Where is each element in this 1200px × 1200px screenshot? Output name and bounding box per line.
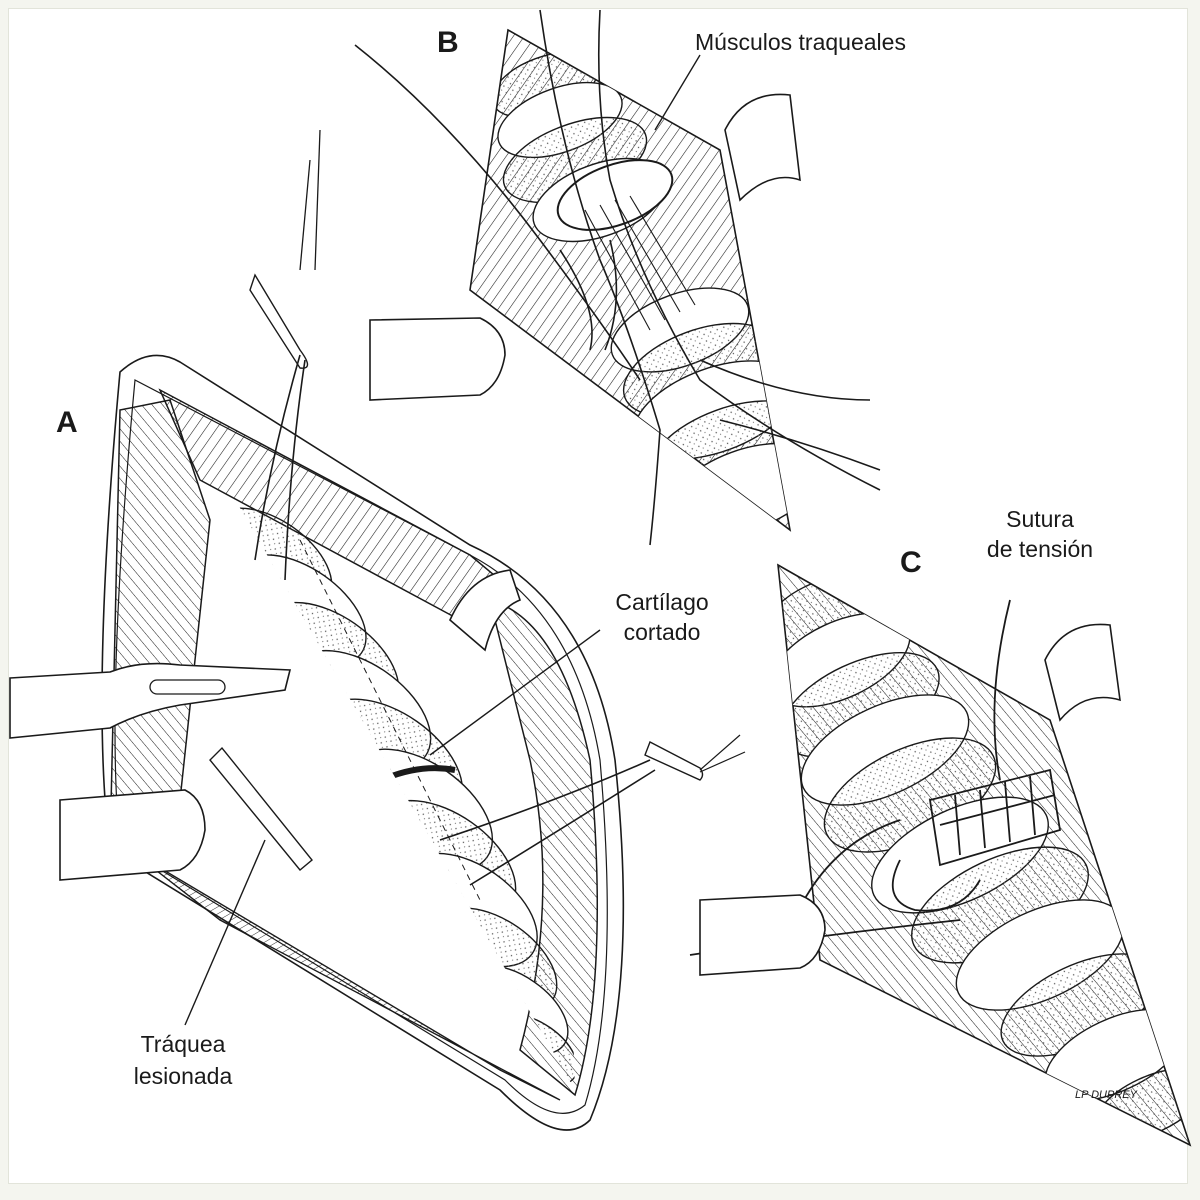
label-cartilago-line2: cortado	[624, 619, 701, 645]
panel-c-drawing	[689, 563, 1192, 1147]
label-sutura-line2: de tensión	[987, 536, 1093, 562]
panel-label-a: A	[56, 406, 78, 439]
label-traquea-line1: Tráquea	[141, 1031, 226, 1057]
panel-label-b: B	[437, 26, 459, 59]
panel-b-drawing	[354, 9, 881, 546]
artist-signature: LP DUPREY	[1075, 1089, 1138, 1101]
label-musculos-traqueales: Músculos traqueales	[695, 29, 906, 55]
panel-label-c: C	[900, 546, 922, 579]
label-sutura-line1: Sutura	[1006, 506, 1074, 532]
label-cartilago-line1: Cartílago	[615, 589, 708, 615]
label-traquea-line2: lesionada	[134, 1063, 233, 1089]
